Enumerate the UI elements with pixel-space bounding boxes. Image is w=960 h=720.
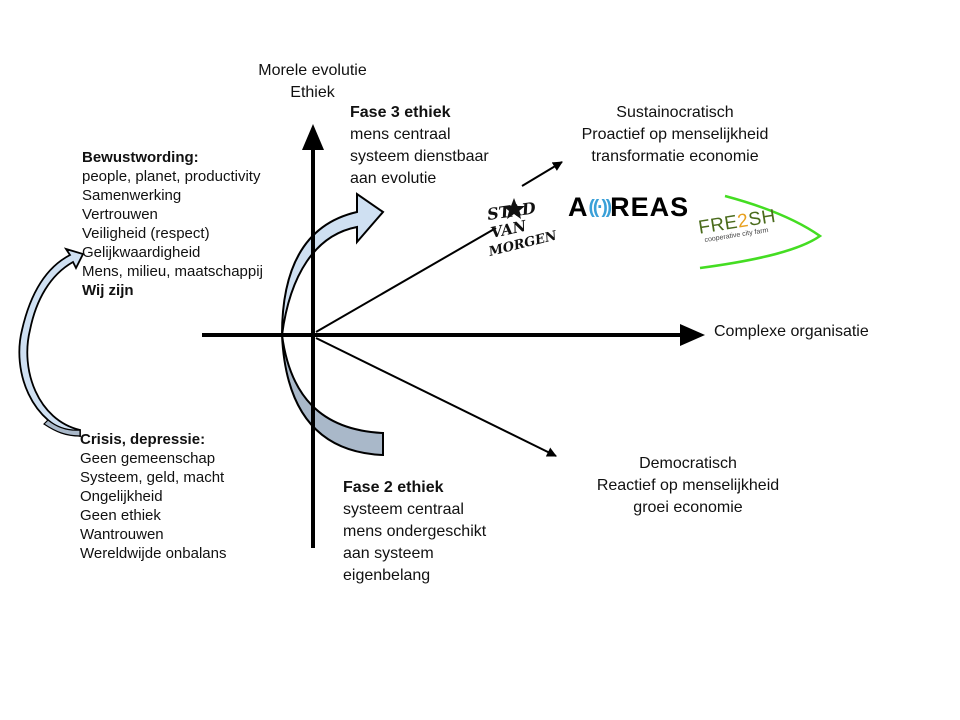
phase2-line: mens ondergeschikt bbox=[343, 523, 487, 540]
crisis-item: Systeem, geld, macht bbox=[80, 469, 225, 486]
x-axis-arrowhead bbox=[680, 324, 705, 346]
awareness-item: people, planet, productivity bbox=[82, 168, 261, 185]
awareness-block: Bewustwording: people, planet, productiv… bbox=[82, 148, 263, 300]
crisis-to-awareness-arrow bbox=[18, 247, 85, 438]
upper-diagonal-arrow bbox=[521, 161, 563, 187]
phase2-curved-band bbox=[281, 334, 384, 457]
upper-outcome-title: Sustainocratisch bbox=[616, 104, 734, 121]
awareness-item: Gelijkwaardigheid bbox=[82, 244, 201, 261]
signal-icon: ((·)) bbox=[588, 197, 613, 218]
lower-outcome-line: groei economie bbox=[633, 499, 743, 516]
awareness-item: Vertrouwen bbox=[82, 206, 158, 223]
x-axis-label: Complexe organisatie bbox=[714, 323, 869, 340]
lower-outcome-title: Democratisch bbox=[639, 455, 737, 472]
phase2-line: systeem centraal bbox=[343, 501, 464, 518]
awareness-item: Samenwerking bbox=[82, 187, 182, 204]
lower-outcome-line: Reactief op menselijkheid bbox=[596, 477, 780, 494]
phase3-curved-arrow bbox=[281, 192, 385, 336]
phase2-line: eigenbelang bbox=[343, 567, 431, 584]
upper-outcome-line: transformatie economie bbox=[591, 148, 759, 165]
crisis-item: Geen ethiek bbox=[80, 507, 161, 524]
phase2-title: Fase 2 ethiek bbox=[343, 479, 444, 496]
phase2-block: Fase 2 ethiek systeem centraal mens onde… bbox=[343, 477, 486, 587]
awareness-item: Mens, milieu, maatschappij bbox=[82, 263, 263, 280]
lower-diagonal-arrow bbox=[315, 337, 557, 457]
crisis-arrow-tail bbox=[43, 419, 81, 437]
phase3-block: Fase 3 ethiek mens centraal systeem dien… bbox=[350, 102, 489, 190]
areas-logo-a: A bbox=[568, 192, 589, 222]
y-axis-label: Morele evolutie Ethiek bbox=[240, 60, 385, 104]
crisis-block: Crisis, depressie: Geen gemeenschap Syst… bbox=[80, 430, 226, 563]
awareness-footer: Wij zijn bbox=[82, 282, 134, 299]
fresh-swoosh bbox=[699, 194, 823, 270]
y-axis-label-line1: Morele evolutie bbox=[258, 62, 367, 79]
phase2-line: aan systeem bbox=[343, 545, 434, 562]
crisis-item: Wantrouwen bbox=[80, 526, 164, 543]
stad-logo-star bbox=[503, 198, 525, 219]
y-axis-label-line2: Ethiek bbox=[290, 84, 335, 101]
lower-outcome-block: Democratisch Reactief op menselijkheid g… bbox=[568, 453, 808, 519]
upper-outcome-block: Sustainocratisch Proactief op menselijkh… bbox=[555, 102, 795, 168]
awareness-title: Bewustwording: bbox=[82, 149, 199, 166]
y-axis-arrowhead bbox=[302, 124, 324, 150]
upper-diagonal bbox=[315, 227, 497, 333]
areas-logo: A((·))REAS bbox=[568, 192, 689, 223]
upper-outcome-line: Proactief op menselijkheid bbox=[581, 126, 769, 143]
areas-logo-rest: REAS bbox=[610, 192, 690, 222]
phase3-line: mens centraal bbox=[350, 126, 451, 143]
awareness-item: Veiligheid (respect) bbox=[82, 225, 210, 242]
crisis-item: Wereldwijde onbalans bbox=[80, 545, 227, 562]
phase3-line: aan evolutie bbox=[350, 170, 437, 187]
phase3-line: systeem dienstbaar bbox=[350, 148, 489, 165]
crisis-item: Geen gemeenschap bbox=[80, 450, 216, 467]
phase3-title: Fase 3 ethiek bbox=[350, 104, 451, 121]
crisis-item: Ongelijkheid bbox=[80, 488, 163, 505]
stad-van-morgen-logo: STAD VAN MORGEN bbox=[486, 198, 556, 260]
crisis-title: Crisis, depressie: bbox=[80, 431, 206, 448]
